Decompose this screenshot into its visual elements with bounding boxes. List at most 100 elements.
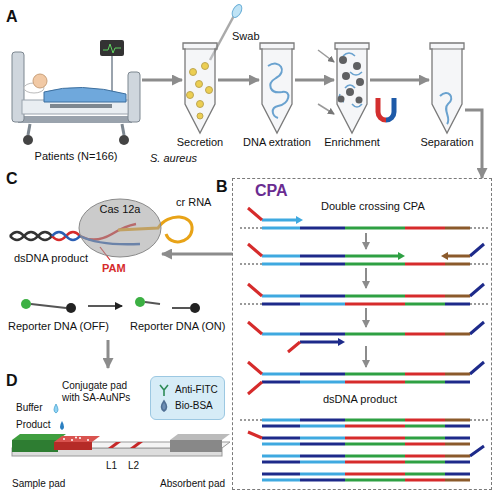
dsdna-helix	[10, 232, 52, 240]
lateral-flow-strip	[75, 437, 77, 439]
part-label: Conjugate pad with SA-AuNPs	[62, 380, 146, 403]
reporter-dna	[190, 303, 200, 313]
step-label: Enrichment	[324, 136, 380, 149]
sample-tube: Enrichment	[334, 42, 370, 134]
magnet	[378, 98, 394, 120]
antibody-icon	[160, 385, 168, 396]
panel-letter: C	[6, 170, 18, 188]
reporter-dna	[135, 297, 145, 307]
panel-letter: D	[6, 372, 18, 390]
panel-subheading: Double crossing CPA	[321, 200, 425, 213]
tube-rim	[262, 49, 292, 50]
tube-rim	[185, 49, 215, 50]
cpa-strands	[296, 216, 303, 224]
cpa-strands	[338, 338, 345, 346]
reporter-dna	[66, 303, 76, 313]
tube-rim	[432, 49, 462, 50]
tube-outline	[335, 43, 369, 133]
lateral-flow-strip	[170, 440, 222, 452]
state-label: Reporter DNA (ON)	[130, 320, 225, 333]
step-label: Separation	[420, 136, 473, 149]
panel-letter: A	[6, 8, 18, 26]
tube-outline	[259, 42, 295, 134]
lateral-flow-strip	[108, 442, 121, 448]
flow-arrow	[370, 79, 429, 82]
lateral-flow-strip	[87, 439, 89, 441]
magnetic-beads	[318, 50, 334, 62]
tube-outline	[260, 43, 294, 133]
hospital-bed	[50, 104, 112, 108]
tube-outline	[183, 43, 217, 133]
organism-label: S. aureus	[150, 152, 197, 165]
lateral-flow-strip	[170, 434, 230, 440]
part-label: Absorbent pad	[160, 478, 225, 490]
tube-rim	[337, 49, 367, 50]
hospital-bed	[119, 135, 129, 145]
protein-label: Cas 12a	[100, 203, 141, 216]
cpa-strands	[262, 220, 345, 480]
sample-tube: Separation	[429, 42, 465, 134]
biotin-bsa-icon	[162, 401, 167, 411]
lateral-flow-strip	[130, 442, 143, 448]
flow-arrow	[295, 79, 334, 82]
reporter-dna	[172, 307, 190, 309]
hospital-bed	[18, 116, 132, 123]
liquid-drops	[60, 421, 64, 430]
legend-text: Anti-FITC	[175, 384, 218, 396]
lateral-flow-strip	[12, 434, 230, 456]
legend-entry: Bio-BSA	[157, 399, 218, 413]
liquid-drops	[54, 404, 64, 430]
cpa-strands	[262, 228, 484, 480]
flow-arrow	[142, 79, 182, 82]
state-label: Reporter DNA (OFF)	[8, 320, 109, 333]
hospital-bed	[122, 124, 124, 135]
reporter-dna	[21, 299, 31, 309]
step-arrows	[365, 233, 367, 249]
line-label: L2	[128, 460, 139, 472]
dsdna-helix	[10, 232, 52, 240]
magnet	[386, 98, 394, 120]
step-arrow	[107, 340, 110, 368]
tube-outline	[334, 42, 370, 134]
node-caption: Patients (N=166)	[35, 150, 118, 163]
cpa-strands	[248, 208, 445, 480]
tube-outline	[429, 42, 465, 134]
swab	[230, 3, 244, 19]
step-arrows	[365, 233, 367, 367]
patient-bed: Patients (N=166)	[10, 36, 142, 148]
sample-tube: DNA extration	[259, 42, 295, 134]
lateral-flow-strip	[54, 436, 100, 442]
line-label: L1	[106, 460, 117, 472]
hospital-bed	[33, 74, 47, 88]
part-label: Product	[16, 419, 50, 431]
flow-arrow	[162, 253, 232, 256]
lateral-flow-strip	[12, 440, 58, 452]
reporter-dna	[21, 297, 200, 313]
panel-letter: B	[216, 178, 228, 196]
legend-entry: Anti-FITC	[157, 383, 218, 397]
cpa-panel: CPADouble crossing CPAdsDNA product	[232, 178, 492, 490]
hospital-bed	[28, 124, 30, 135]
step-arrows	[365, 308, 367, 327]
legend-text: Bio-BSA	[175, 400, 213, 412]
step-arrows	[365, 268, 367, 288]
hospital-bed	[12, 40, 140, 145]
protein-outline	[79, 199, 161, 257]
part-label: cr RNA	[176, 196, 211, 209]
cpa-strands	[398, 252, 405, 260]
lateral-flow-strip	[54, 442, 92, 450]
hospital-bed	[100, 40, 124, 56]
liquid-drops	[54, 404, 58, 413]
cpa-strands	[240, 208, 488, 480]
reporter-dna	[31, 304, 66, 308]
sample-tube: Secretion	[182, 42, 218, 134]
hospital-bed	[128, 72, 140, 122]
lateral-flow-strip	[79, 437, 81, 439]
cas12a-protein: Cas 12a	[78, 198, 162, 258]
tube-outline	[430, 43, 464, 133]
hospital-bed	[103, 44, 121, 53]
